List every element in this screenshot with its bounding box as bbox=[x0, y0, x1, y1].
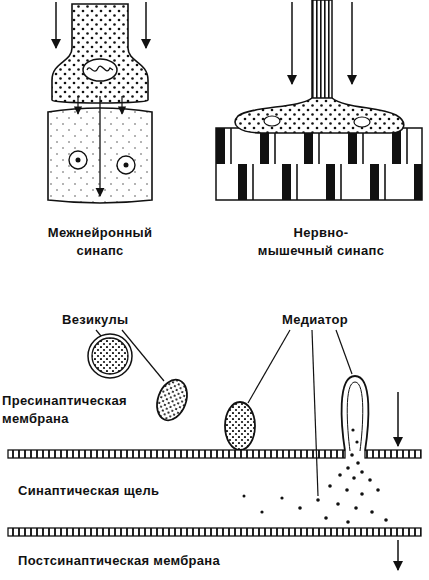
mediator-molecules bbox=[376, 488, 380, 492]
nucleolus bbox=[124, 163, 129, 168]
mediator-molecules bbox=[336, 502, 340, 506]
mediator-molecules bbox=[360, 492, 364, 496]
leader-line bbox=[122, 330, 164, 381]
vesicle bbox=[225, 402, 255, 450]
transmission-arrow bbox=[99, 96, 100, 196]
mediator-molecules bbox=[356, 461, 360, 465]
transmission-arrow bbox=[121, 96, 122, 114]
motor-axon bbox=[312, 0, 332, 102]
mitochondrion bbox=[83, 59, 117, 81]
nucleolus bbox=[76, 158, 81, 163]
fused-vesicle-inner bbox=[347, 382, 363, 451]
cell-nucleus bbox=[354, 117, 370, 127]
synapse-type-label: Нервно-мышечный синапс bbox=[256, 224, 386, 259]
mediator-molecules bbox=[280, 496, 283, 499]
vesicle bbox=[152, 375, 193, 424]
impulse-arrow bbox=[145, 2, 147, 48]
mediator-molecules bbox=[354, 506, 358, 510]
vesicle-outer bbox=[88, 334, 132, 378]
neuromuscular-synapse bbox=[216, 0, 422, 200]
direction-arrow bbox=[397, 392, 399, 446]
synapse-detail bbox=[8, 330, 421, 570]
cell-nucleus bbox=[69, 151, 87, 169]
postsynaptic-membrane bbox=[8, 528, 421, 536]
mediator-molecules bbox=[345, 488, 349, 492]
part-label: Медиатор bbox=[282, 311, 348, 329]
part-label: Везикулы bbox=[62, 311, 128, 329]
presynaptic-membrane bbox=[365, 450, 421, 458]
mediator-molecules bbox=[351, 428, 354, 431]
impulse-arrow bbox=[351, 2, 353, 84]
motor-end-plate bbox=[235, 98, 404, 133]
axon-terminal bbox=[52, 4, 148, 103]
membrane-label: Пресинаптическая мембрана bbox=[2, 392, 134, 427]
mediator-molecules bbox=[355, 440, 358, 443]
impulse-arrow bbox=[55, 2, 57, 48]
transmission-arrow bbox=[77, 96, 78, 114]
mediator-molecules bbox=[350, 453, 354, 457]
mediator-molecules bbox=[368, 478, 372, 482]
mediator-molecules bbox=[298, 506, 302, 510]
mediator-molecules bbox=[346, 520, 350, 524]
mediator-molecules bbox=[360, 470, 364, 474]
direction-arrow bbox=[397, 540, 399, 570]
mediator-molecules bbox=[352, 476, 356, 480]
synapse-type-label: Межнейронный синапс bbox=[40, 224, 160, 259]
presynaptic-membrane bbox=[8, 450, 345, 458]
leader-line bbox=[336, 330, 352, 374]
fused-vesicle bbox=[342, 376, 369, 451]
cell-nucleus bbox=[264, 116, 280, 126]
membrane-label: Постсинаптическая мембрана bbox=[18, 552, 220, 570]
mediator-molecules bbox=[384, 518, 388, 522]
mediator-molecules bbox=[370, 510, 374, 514]
leader-line bbox=[248, 330, 290, 403]
mediator-molecules bbox=[338, 473, 342, 477]
mediator-molecules bbox=[260, 510, 263, 513]
interneuron-synapse bbox=[48, 2, 152, 203]
cell-nucleus bbox=[117, 156, 135, 174]
mediator-molecules bbox=[316, 498, 320, 502]
region-label: Синаптическая щель bbox=[18, 482, 159, 500]
mediator-molecules bbox=[243, 495, 246, 498]
mediator-molecules bbox=[328, 484, 332, 488]
mitochondrion-crista bbox=[87, 66, 113, 71]
impulse-arrow bbox=[291, 2, 293, 84]
mediator-molecules bbox=[324, 516, 328, 520]
mediator-molecules bbox=[243, 428, 388, 523]
leader-line bbox=[312, 330, 318, 496]
muscle-fiber bbox=[216, 128, 422, 200]
vesicle bbox=[92, 338, 128, 374]
mediator-molecules bbox=[346, 466, 350, 470]
leader-line bbox=[96, 330, 101, 336]
